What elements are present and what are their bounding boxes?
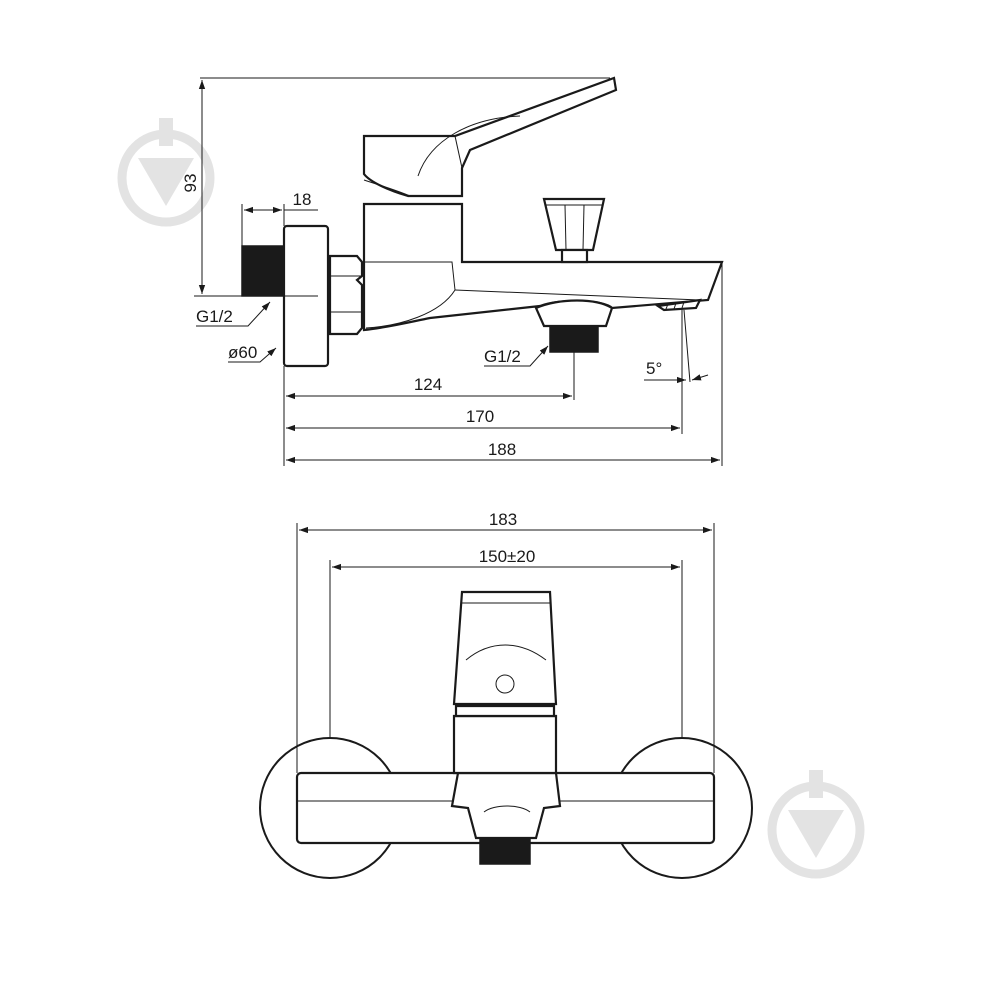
dim-total-depth-label: 188 — [488, 440, 516, 459]
outlet-thread — [549, 325, 599, 353]
front-view: 183 150±20 — [259, 510, 753, 879]
spout-front — [450, 771, 562, 840]
wall-connector-thread — [241, 245, 285, 297]
lever-handle-front — [452, 590, 558, 706]
dim-outlet-label: 124 — [414, 375, 442, 394]
indicator-dot — [495, 674, 515, 694]
dim-height-label: 93 — [181, 174, 200, 193]
hex-nut — [328, 254, 364, 336]
side-view: 93 18 G1/2 ø60 G1/2 5° 124 170 188 — [181, 76, 724, 466]
angle-label: 5° — [646, 359, 662, 378]
dim-connector-label: 18 — [293, 190, 312, 209]
diameter-label: ø60 — [228, 343, 257, 362]
diverter-knob — [542, 197, 606, 252]
watermark-logo-icon — [767, 770, 865, 879]
thread-wall-label: G1/2 — [196, 307, 233, 326]
dim-total-width-label: 183 — [489, 510, 517, 529]
dim-centers-label: 150±20 — [479, 547, 536, 566]
dim-spout-tip-label: 170 — [466, 407, 494, 426]
aerator — [654, 298, 702, 312]
thread-outlet-label: G1/2 — [484, 347, 521, 366]
watermark-logo-icon — [117, 118, 215, 227]
outlet-thread-front — [479, 837, 531, 865]
lever-handle — [362, 76, 618, 198]
